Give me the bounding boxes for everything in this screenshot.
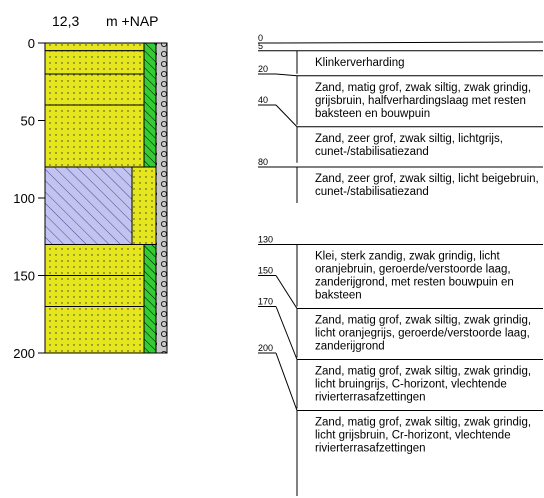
sand-block [45,276,144,307]
axis-tick-label: 50 [21,114,35,129]
layer-description: Zand, matig grof, zwak siltig, zwak grin… [315,366,531,404]
green-strip [144,245,156,354]
depth-axis: 0 50 100 150 200 [13,36,45,361]
layer-description: Zand, matig grof, zwak siltig, zwak grin… [315,315,531,353]
axis-tick-label: 200 [13,346,35,361]
depth-marker-label: 20 [258,64,268,74]
axis-tick-label: 150 [13,269,35,284]
layer-description: Zand, matig grof, zwak siltig, zwak grin… [315,417,531,455]
lithology-column [45,43,167,353]
layer-description: Klinkerverharding [315,57,405,69]
elevation-unit: m +NAP [106,13,159,29]
depth-marker-label: 150 [258,266,273,276]
green-strip [144,43,156,167]
clay-block [45,167,132,245]
depth-marker-label: 130 [258,235,273,245]
layer-description: Zand, matig grof, zwak siltig, zwak grin… [315,82,531,120]
depth-marker-label: 170 [258,297,273,307]
sand-block [45,74,144,105]
depth-marker-label: 80 [258,157,268,167]
sand-block [45,105,144,167]
connector-line [276,353,297,411]
sand-block [45,51,144,74]
depth-marker-label: 5 [258,41,263,51]
surface-elevation: 12,3 [52,13,79,29]
connector-line [276,276,297,309]
connector-line [276,74,297,76]
axis-tick-label: 100 [13,191,35,206]
connector-line [276,105,297,127]
sand-block [45,307,144,354]
depth-marker-label: 200 [258,343,273,353]
layer-description: Zand, zeer grof, zwak siltig, licht beig… [315,173,539,198]
sand-block [132,167,156,245]
axis-tick-label: 0 [28,36,35,51]
connector-line [276,42,543,43]
connector-line [276,307,297,360]
sand-block [45,43,144,51]
gravel-strip [156,43,167,353]
sand-block [45,245,144,276]
depth-marker-label: 40 [258,95,268,105]
layer-description: Zand, zeer grof, zwak siltig, lichtgrijs… [315,133,503,158]
